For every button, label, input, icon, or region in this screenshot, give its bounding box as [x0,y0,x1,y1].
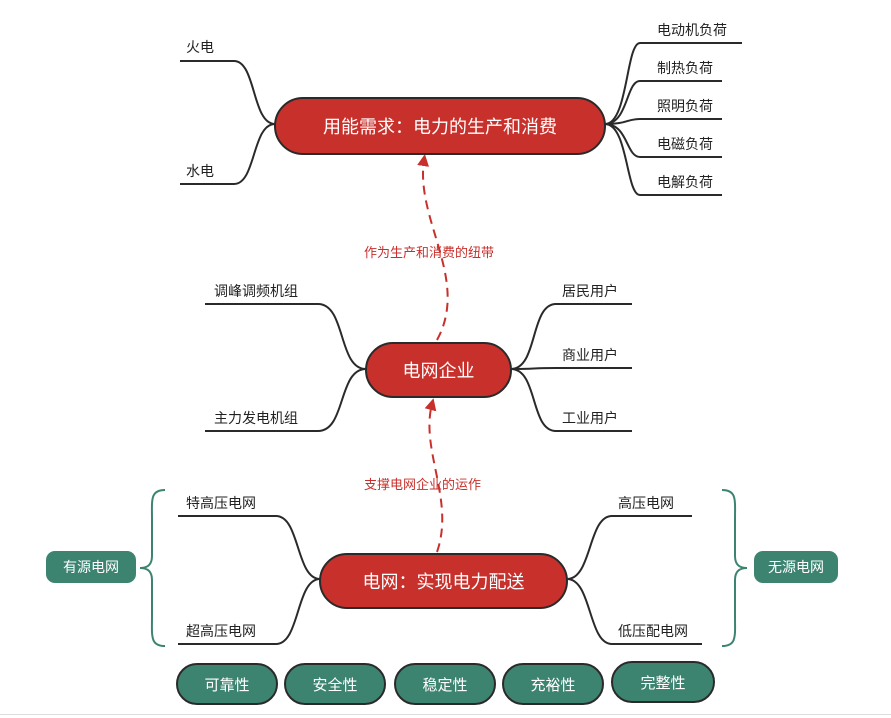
branch-line [510,303,632,370]
upper-dashed-arrow [417,154,449,341]
middle-central-label: 电网企业 [402,361,475,382]
left-group-badge[interactable]: 有源电网 [46,551,136,583]
branch-line [604,42,742,125]
branch-line [604,80,722,125]
bottom-left-item: 特高压电网 [186,496,256,512]
property-pill[interactable]: 充裕性 [502,663,604,705]
middle-central-node[interactable]: 电网企业 [365,342,512,398]
left-group-brace [139,489,166,647]
top-left-item: 水电 [186,164,214,180]
branch-line [205,368,367,432]
top-right-item: 电磁负荷 [657,137,713,153]
branch-line [510,368,632,432]
property-label: 安全性 [312,675,358,694]
bottom-left-item: 超高压电网 [186,624,256,640]
bottom-central-label: 电网：实现电力配送 [362,572,525,593]
branch-line [604,118,722,125]
middle-right-item: 商业用户 [562,348,618,364]
lower-dashed-arrow [424,398,444,553]
property-pill[interactable]: 稳定性 [394,663,496,705]
branch-line [205,303,367,370]
middle-left-item: 主力发电机组 [214,411,298,427]
middle-right-item: 居民用户 [562,284,618,300]
right-group-label: 无源电网 [768,560,824,576]
top-right-item: 制热负荷 [657,61,713,77]
top-central-node[interactable]: 用能需求：电力的生产和消费 [274,97,606,155]
top-right-item: 电解负荷 [657,175,713,191]
property-label: 完整性 [640,673,686,692]
lower-connector-note: 支撑电网企业的运作 [364,478,482,493]
branch-line [178,515,321,580]
right-group-brace [721,489,748,647]
property-label: 可靠性 [204,675,250,694]
branch-line [604,123,722,158]
middle-right-item: 工业用户 [562,411,618,427]
right-group-badge[interactable]: 无源电网 [754,551,838,583]
branch-line [180,123,276,185]
page-divider [0,714,891,715]
property-pill[interactable]: 完整性 [611,661,715,703]
bottom-central-node[interactable]: 电网：实现电力配送 [319,553,568,609]
middle-left-item: 调峰调频机组 [214,284,298,300]
left-group-label: 有源电网 [63,560,119,576]
bottom-right-item: 低压配电网 [618,624,688,640]
property-label: 稳定性 [422,675,468,694]
property-pill[interactable]: 可靠性 [176,663,278,705]
bottom-right-item: 高压电网 [618,496,674,512]
branch-line [510,367,632,370]
upper-connector-note: 作为生产和消费的纽带 [364,246,495,261]
top-central-label: 用能需求：电力的生产和消费 [323,117,557,138]
branch-line [604,123,722,196]
branch-line [180,60,276,125]
branch-line [178,578,321,645]
property-label: 充裕性 [530,675,576,694]
branch-line [566,578,702,645]
top-left-item: 火电 [186,40,214,56]
branch-line [566,515,692,580]
top-right-item: 照明负荷 [657,99,713,115]
top-right-item: 电动机负荷 [657,23,727,39]
property-pill[interactable]: 安全性 [284,663,386,705]
